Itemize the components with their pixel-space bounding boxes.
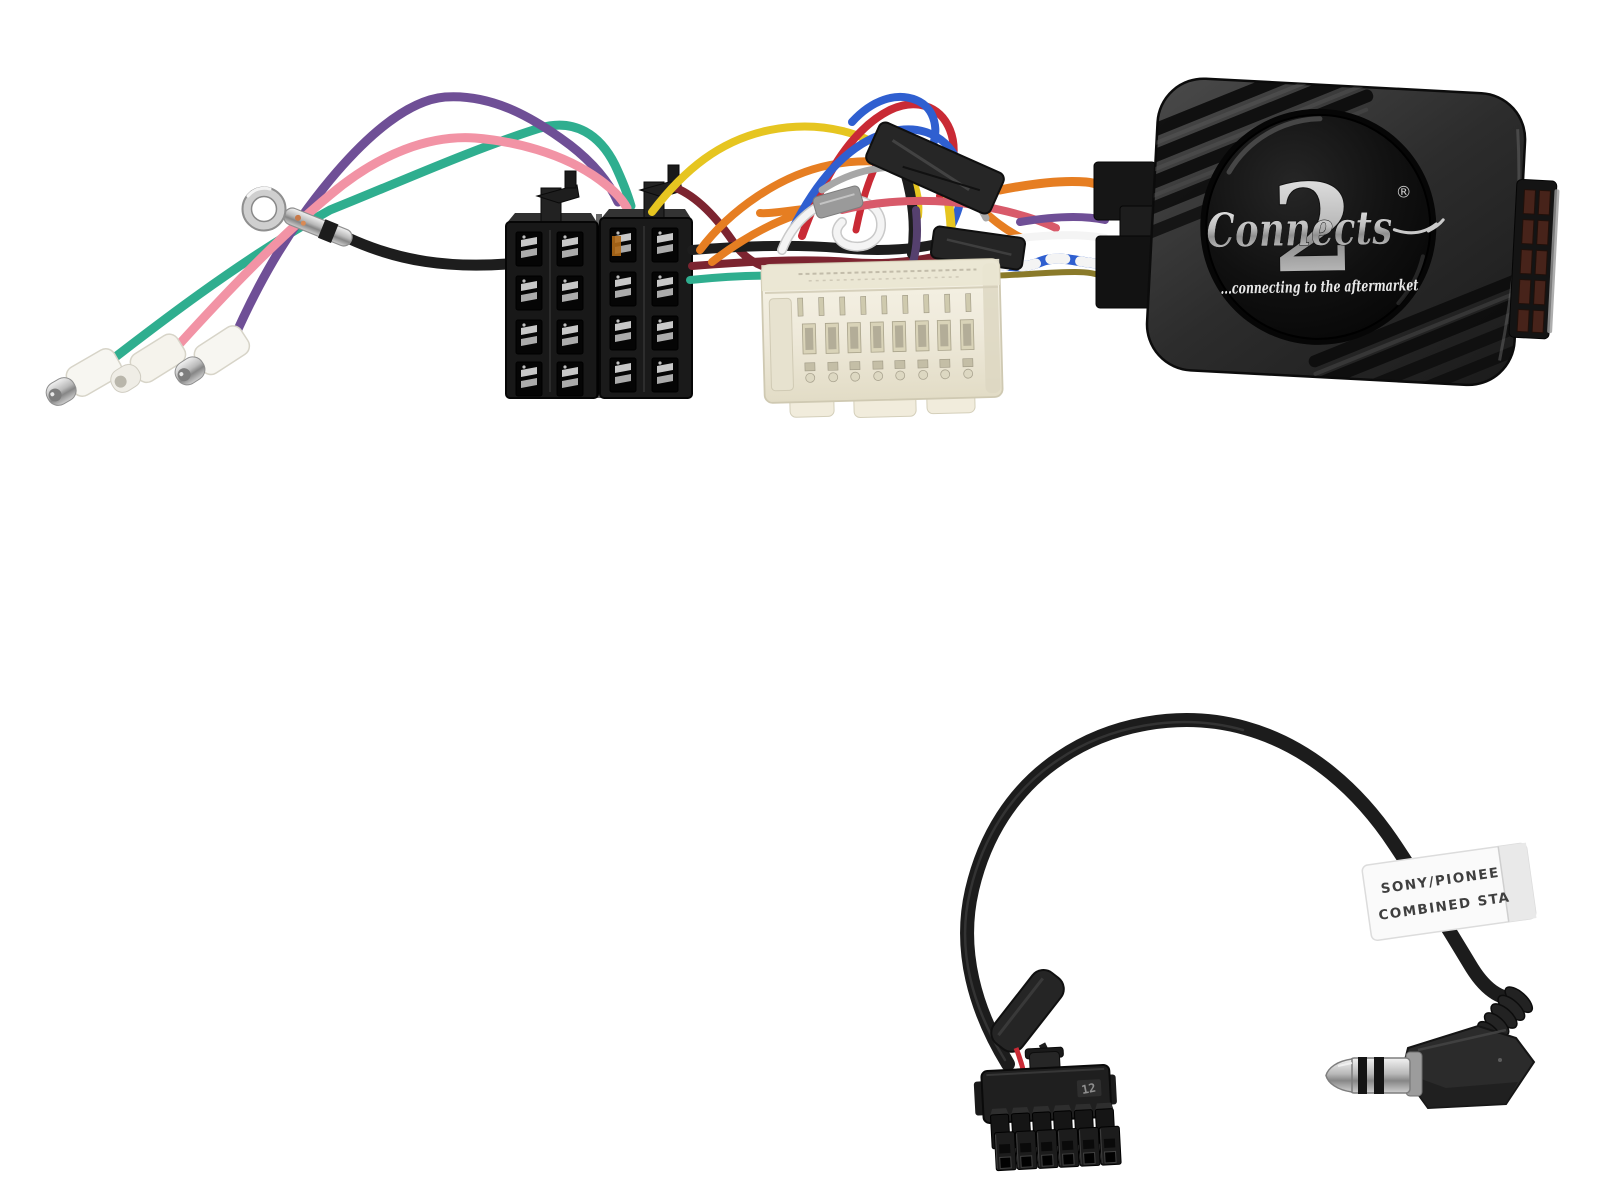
ground-lead [241,186,513,271]
dome-highlight [1226,116,1323,175]
jack-plug [1325,1051,1423,1097]
bullet-terminal-2 [110,333,187,393]
iso-pin [651,357,679,393]
wire-twisted-white [957,253,1115,273]
tape-wrap-small-gray [812,185,864,219]
ring-terminal-eyelet [241,186,287,232]
patch-cable [960,713,1523,1071]
iso-pin [515,231,543,267]
patch-label: SONY/PIONEE COMBINED STA [1361,842,1537,942]
wire-white-loop [778,195,885,254]
iso-pin [556,319,584,355]
wire-pink [160,133,632,365]
connector-marking: 12 [1080,1081,1097,1098]
iso-pin [515,275,543,311]
vehicle-connector [760,258,1004,419]
patch-connector-12pin: 12 [973,1046,1122,1172]
box-input-port [1093,161,1159,309]
wire-blue-top [848,93,940,156]
tape-wrap-2 [929,225,1027,271]
connector-print-smudge [798,268,977,276]
box-logo-script: Connects [1206,201,1393,259]
wire-purple-drop [909,206,921,266]
iso-pin [609,315,637,351]
plug-tip [1325,1058,1353,1093]
patch-lead: 12 SONY/PIONEE COMBINED STA [960,713,1537,1172]
marking-plate [1076,1079,1102,1098]
wire-purple-to-box [1016,213,1109,226]
wire-orange-to-box [995,176,1112,196]
iso-connector-1 [505,170,599,399]
tape-wrap-1 [865,121,1005,215]
patch-cable-sheen [963,720,1245,1062]
box-tagline: ...connecting to the aftermarket [1220,275,1419,297]
iso-connector-2 [599,164,693,399]
iso-pin [556,275,584,311]
dome-highlight-lower [1396,254,1425,306]
plug-ring [1358,1057,1367,1094]
amber-terminal-fleck [612,236,621,256]
fly-lead-wires [91,92,636,377]
bullet-terminal-3 [174,325,251,386]
box-logo: 2 Connects ® ...connecting to the afterm… [1206,155,1445,301]
iso-pin [651,227,679,263]
iso-pin [515,319,543,355]
connector-cavity [768,297,794,392]
logo-swash [1392,218,1445,235]
iso-pin [609,271,637,307]
iso-pin [556,231,584,267]
iso-pin [515,361,543,397]
registered-mark: ® [1396,182,1412,201]
iso-pin [651,315,679,351]
logo-dome [1205,113,1432,340]
iso-pin [556,361,584,397]
iso-pin [651,271,679,307]
iso-pin [609,357,637,393]
jack-body [1400,1024,1536,1110]
bullet-terminal-1 [45,348,123,406]
box-logo-numeral: 2 [1270,155,1357,300]
box-output-port [1508,178,1560,340]
plug-ring [1374,1057,1384,1094]
label-fold [1498,842,1537,922]
wire-purple [223,92,623,357]
wire-green [91,120,636,377]
patch-heatshrink [990,969,1065,1053]
wire-ground-black [342,232,513,271]
interface-box: 2 Connects ® ...connecting to the afterm… [1144,76,1560,388]
